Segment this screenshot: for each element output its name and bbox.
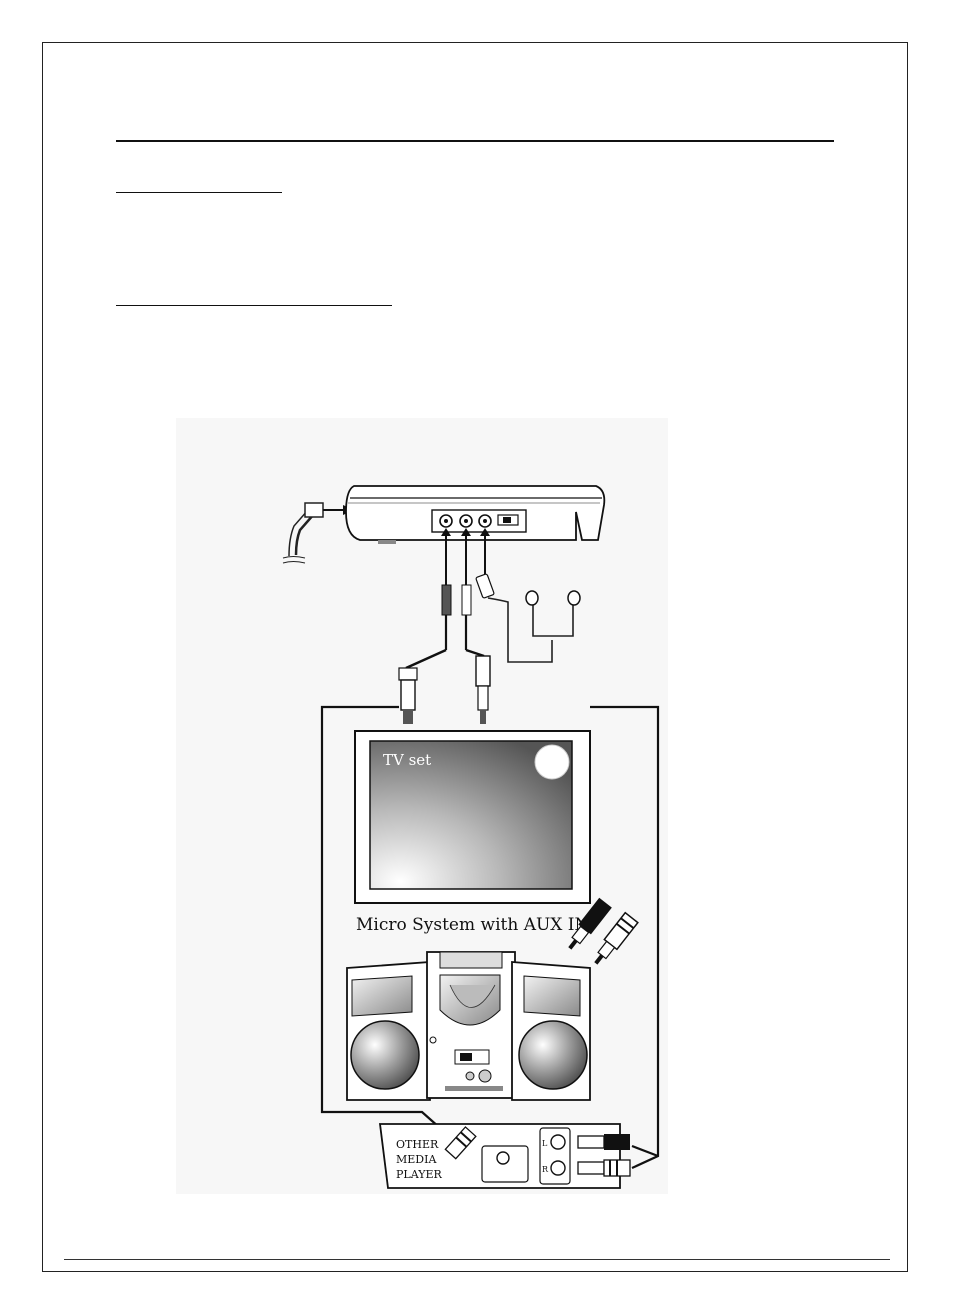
- media-player-cable: [320, 705, 660, 1169]
- media-player-line1: OTHER: [396, 1138, 439, 1151]
- micro-system-label: Micro System with AUX IN: [356, 915, 590, 935]
- portable-player-device: [345, 485, 606, 544]
- micro-system: [346, 951, 591, 1101]
- media-player-line3: PLAYER: [396, 1168, 442, 1181]
- earphones-icon: [532, 603, 574, 637]
- audio-left-jack-icon: [550, 1134, 566, 1150]
- audio-right-jack-icon: [550, 1160, 566, 1176]
- tv-set: TV set: [354, 730, 591, 904]
- left-speaker: [346, 961, 431, 1101]
- other-media-player: OTHER MEDIA PLAYER L R: [378, 1123, 631, 1189]
- rca-plugs-icon: [568, 897, 639, 965]
- video-out-jack-icon: [496, 1151, 510, 1165]
- media-player-line2: MEDIA: [396, 1153, 437, 1166]
- tv-label: TV set: [383, 751, 431, 769]
- section-heading-underline-1: [116, 192, 282, 193]
- footer-rule: [64, 1259, 890, 1260]
- page-frame: [42, 42, 908, 1272]
- left-jack-label: L: [542, 1139, 548, 1148]
- center-unit: [426, 951, 516, 1099]
- section-heading-underline-2: [116, 305, 392, 306]
- right-jack-label: R: [542, 1165, 549, 1174]
- av-cable-set: [398, 528, 581, 724]
- right-speaker: [511, 961, 591, 1101]
- connection-diagram: TV set Micro System with AUX IN: [176, 418, 668, 1194]
- header-rule: [116, 140, 834, 142]
